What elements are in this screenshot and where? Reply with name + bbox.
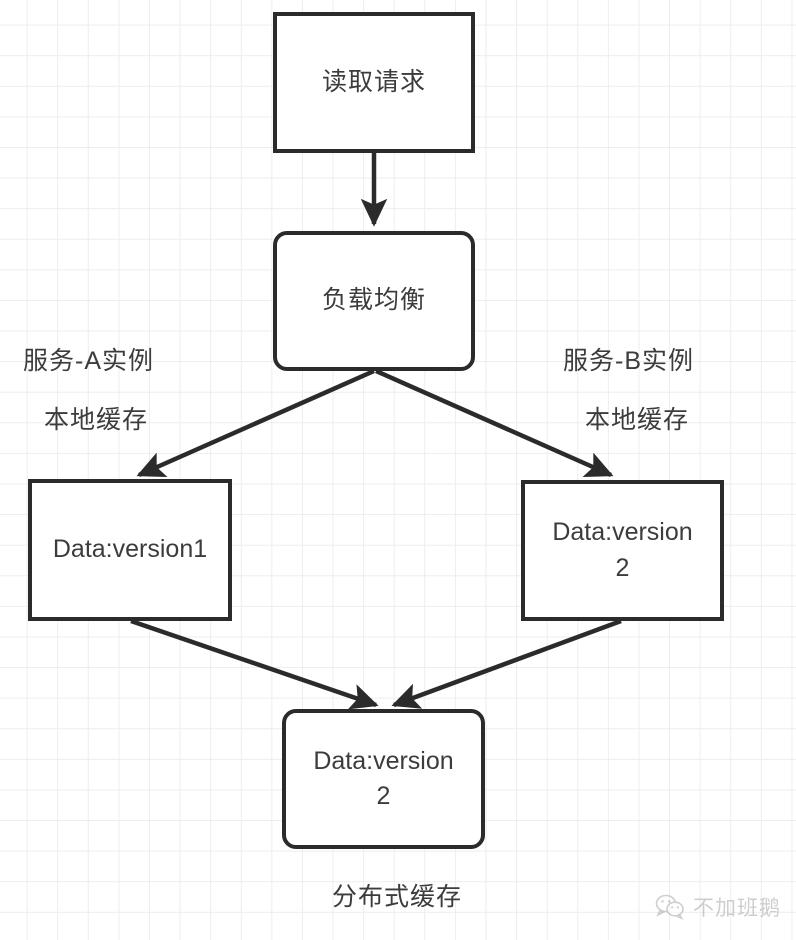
edge-cache-b-to-distributed-cache bbox=[391, 618, 622, 709]
node-distributed-cache-line-1: Data:version bbox=[313, 746, 454, 775]
edge-cache-a-to-distributed-cache bbox=[130, 618, 379, 710]
label-local-cache-a: 本地缓存 bbox=[44, 406, 149, 434]
node-load-balancer[interactable]: 负载均衡 bbox=[273, 231, 475, 371]
wechat-logo-icon bbox=[655, 894, 684, 920]
node-read-request[interactable]: 读取请求 bbox=[273, 12, 475, 153]
watermark-text: 不加班鹅 bbox=[693, 897, 781, 920]
node-load-balancer-label: 负载均衡 bbox=[321, 286, 426, 315]
node-distributed-cache[interactable]: Data:version 2 bbox=[282, 709, 485, 849]
node-read-request-label: 读取请求 bbox=[321, 67, 426, 96]
label-local-cache-b: 本地缓存 bbox=[585, 406, 690, 434]
node-local-cache-b[interactable]: Data:version 2 bbox=[521, 480, 724, 621]
node-distributed-cache-line-2: 2 bbox=[376, 782, 391, 810]
watermark: 不加班鹅 bbox=[655, 892, 781, 922]
edge-load-balancer-to-cache-a bbox=[136, 368, 375, 478]
label-distributed-cache: 分布式缓存 bbox=[332, 883, 463, 911]
node-local-cache-b-line-1: Data:version bbox=[552, 518, 693, 546]
node-local-cache-b-line-2: 2 bbox=[615, 553, 630, 582]
label-service-b: 服务-B实例 bbox=[563, 347, 695, 375]
label-service-a: 服务-A实例 bbox=[23, 347, 155, 375]
node-local-cache-a-label: Data:version1 bbox=[52, 535, 208, 564]
node-local-cache-a[interactable]: Data:version1 bbox=[28, 479, 232, 621]
node-distributed-cache-label: Data:version 2 bbox=[313, 744, 453, 815]
node-local-cache-b-label: Data:version 2 bbox=[552, 515, 692, 586]
edge-load-balancer-to-cache-b bbox=[375, 368, 614, 478]
